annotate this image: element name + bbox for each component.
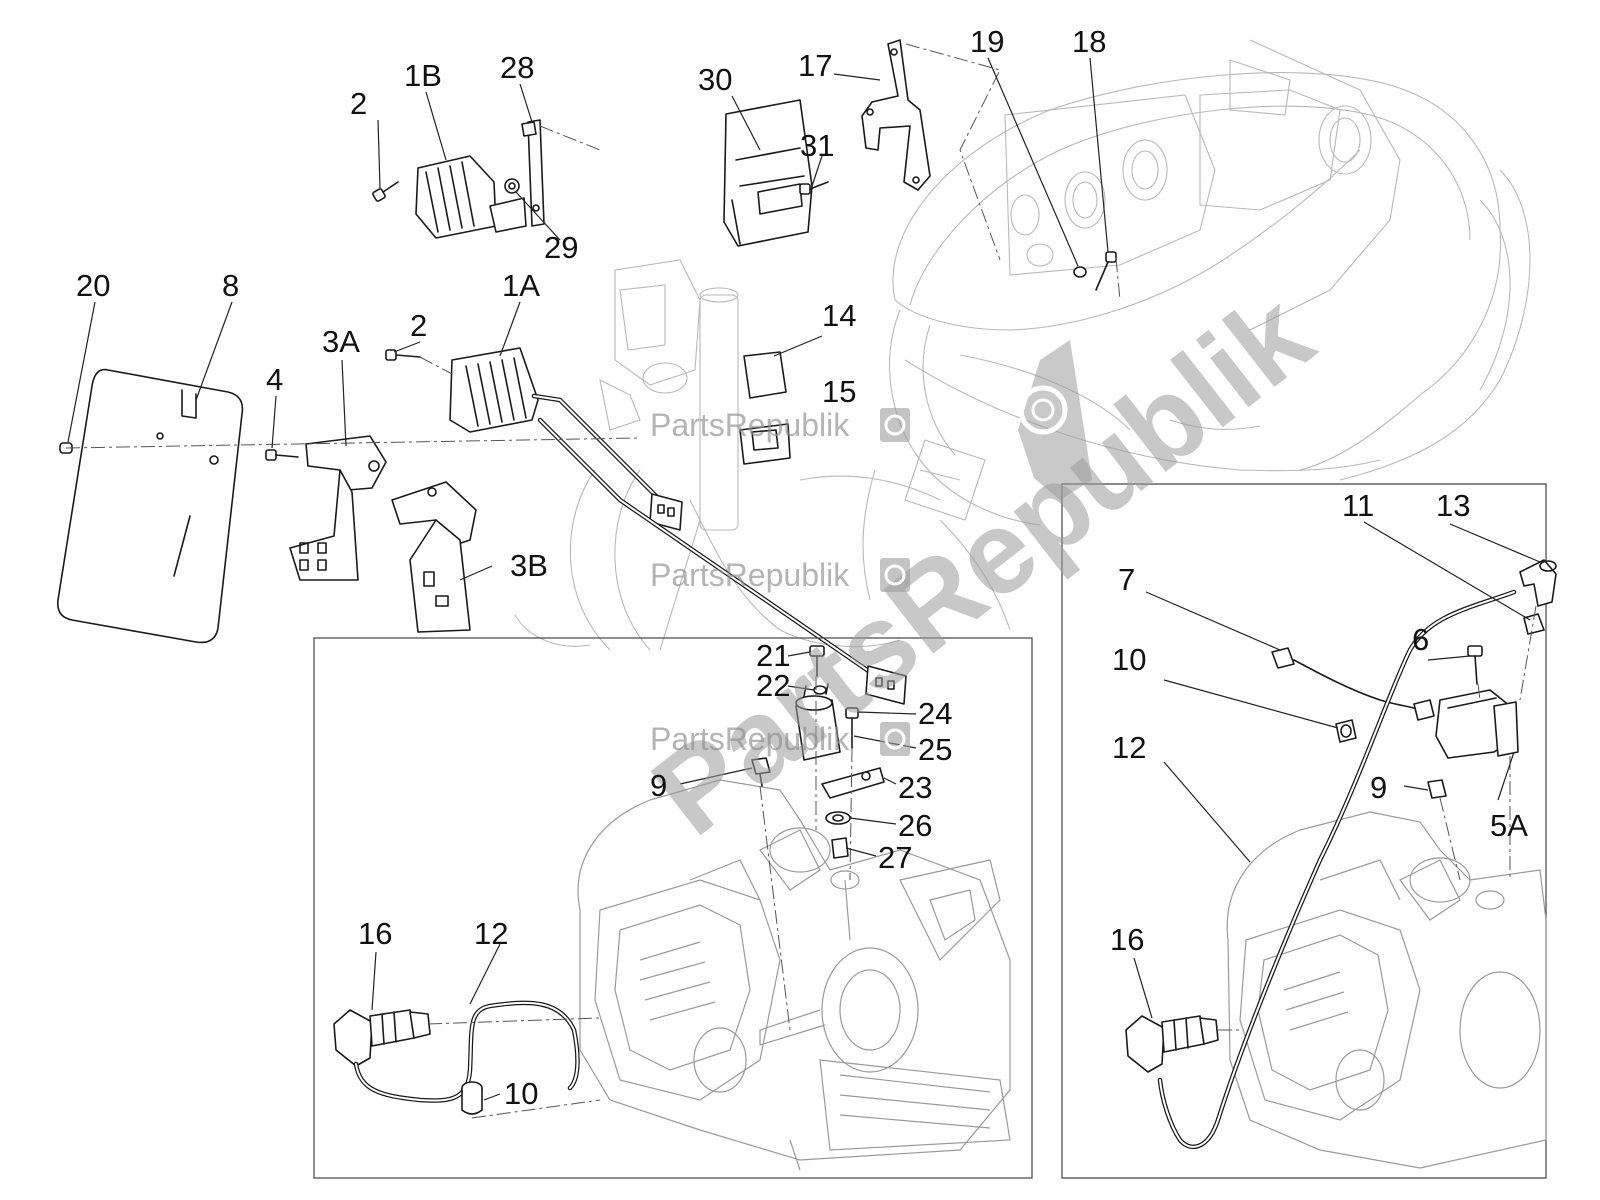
part-2-bolt-lower [385,349,421,361]
part-4-bolt [265,449,299,461]
part-23-bracket [821,767,885,799]
part-6-bolt [1467,645,1483,685]
watermark-label-1: PartsRepublik [650,407,850,443]
callout-6: 6 [1412,622,1429,657]
callout-9-left: 9 [650,768,667,803]
callout-9-right: 9 [1370,770,1387,805]
part-9-bolt-right [1427,779,1447,799]
part-2-bolt-upper [372,181,399,202]
part-15-relay-holder [739,423,791,465]
part-17-bracket [861,39,931,191]
callout-2-lower: 2 [410,308,427,343]
engine-box-left [313,637,1033,1179]
watermark-label-3: PartsRepublik [650,721,850,757]
part-12-cable-left [353,1000,580,1103]
part-3B-bracket [391,481,477,633]
part-31-screw [799,181,829,195]
callout-26: 26 [898,808,932,843]
callout-1B: 1B [404,58,442,93]
part-13-plug-cap [1519,559,1557,607]
gear-icon [880,558,910,592]
part-9-bolt-left [751,757,771,787]
callout-24: 24 [918,696,952,731]
callout-11: 11 [1342,488,1374,523]
part-3A-bracket [289,435,387,581]
gear-icon [880,722,910,756]
callout-8: 8 [222,268,239,303]
callout-16-left: 16 [358,916,392,951]
part-1A-regulator [449,347,907,705]
part-5A-coil [1435,689,1519,759]
gear-icon [880,408,910,442]
callout-28: 28 [500,50,534,85]
part-16-sensor-left [333,1009,431,1067]
detail-box-right [1061,483,1547,1179]
engine-outline-right [1226,811,1547,1169]
callout-29: 29 [544,230,578,265]
callout-31: 31 [800,128,834,163]
part-27-spacer [831,837,849,859]
part-1B-regulator [415,155,527,239]
part-30-ecu [723,99,813,247]
callout-13: 13 [1436,488,1470,523]
callout-17: 17 [798,48,832,83]
callout-14: 14 [822,298,856,333]
part-ignition-coil [795,683,841,761]
callout-10-left: 10 [504,1076,538,1111]
part-8-cover-plate [56,368,244,644]
callout-30: 30 [698,62,732,97]
callout-7: 7 [1118,562,1135,597]
alignment-lines [65,43,1537,1119]
callout-27: 27 [878,840,912,875]
callout-3A: 3A [322,324,360,359]
callout-23: 23 [898,770,932,805]
frame-outline [514,259,1011,651]
part-10-grommet-right [1335,719,1357,743]
callout-5A: 5A [1490,808,1528,843]
part-12-cable-right [1157,589,1517,1150]
callout-20: 20 [76,268,110,303]
part-24-bolt [845,707,859,749]
callout-12-left: 12 [474,916,508,951]
gear-icon [1018,340,1092,500]
part-7-sensor-cable [1271,647,1435,721]
callout-2-upper: 2 [350,86,367,121]
part-21-bolt [809,645,825,677]
callout-10-right: 10 [1112,642,1146,677]
callout-25: 25 [918,732,952,767]
part-18-bolt [1095,251,1117,291]
watermark: PartsRepublik PartsRepublik PartsRepubli… [629,268,1336,861]
callout-1A: 1A [502,268,540,303]
part-10-grommet-left [461,1081,483,1115]
part-19-washer [1073,266,1087,278]
callout-15: 15 [822,374,856,409]
callout-16-right: 16 [1110,922,1144,957]
watermark-label-2: PartsRepublik [650,557,850,593]
callout-21: 21 [756,638,790,673]
engine-outline-left [577,779,1011,1171]
part-16-sensor-right [1125,1015,1219,1073]
leader-lines [67,57,1541,1101]
callout-3B: 3B [510,548,548,583]
callout-4: 4 [266,362,283,397]
callout-12-right: 12 [1112,730,1146,765]
part-28-bracket [521,119,545,227]
callout-19: 19 [970,24,1004,59]
part-26-grommet [825,811,851,825]
callout-22: 22 [756,668,790,703]
callout-18: 18 [1072,24,1106,59]
scooter-body-outline [889,39,1531,526]
callout-numbers: 20 8 4 3A 2 1A 2 1B 28 29 30 31 17 19 18… [76,24,1528,1111]
part-29-nut [504,178,520,194]
part-14-relay [743,351,787,399]
